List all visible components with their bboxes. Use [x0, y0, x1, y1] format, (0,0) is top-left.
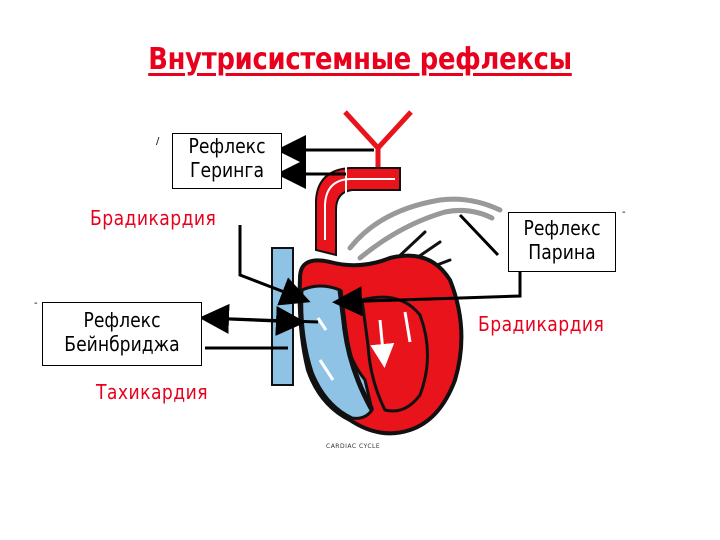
bradycardia-left-label: Брадикардия — [90, 206, 217, 230]
bainbridge-line2: Бейнбриджа — [64, 332, 180, 356]
bradycardia-right-label: Брадикардия — [478, 312, 605, 336]
heart-body — [297, 253, 464, 436]
bainbridge-line1: Рефлекс — [83, 308, 161, 332]
vena-cava-shape — [271, 247, 294, 386]
tick-mark-2: - — [622, 207, 626, 218]
gering-line1: Рефлекс — [188, 134, 266, 158]
parin-reflex-box: Рефлекс Парина — [508, 212, 616, 272]
aorta-shape — [315, 160, 401, 257]
gering-reflex-box: Рефлекс Геринга — [172, 133, 282, 189]
parin-line2: Парина — [528, 240, 596, 264]
diagram-caption: CARDIAC CYCLE — [326, 443, 381, 450]
tick-mark-3: - — [34, 298, 38, 309]
gering-line2: Геринга — [189, 158, 264, 182]
parin-line1: Рефлекс — [523, 216, 601, 240]
page-title: Внутрисистемные рефлексы — [148, 42, 572, 77]
trachea-shape — [343, 110, 413, 170]
tick-mark-1: / — [156, 136, 160, 147]
bainbridge-reflex-box: Рефлекс Бейнбриджа — [42, 302, 202, 366]
reflex-arrows — [199, 135, 522, 350]
pulmonary-vessels — [347, 196, 503, 261]
tachycardia-label: Тахикардия — [96, 380, 208, 404]
